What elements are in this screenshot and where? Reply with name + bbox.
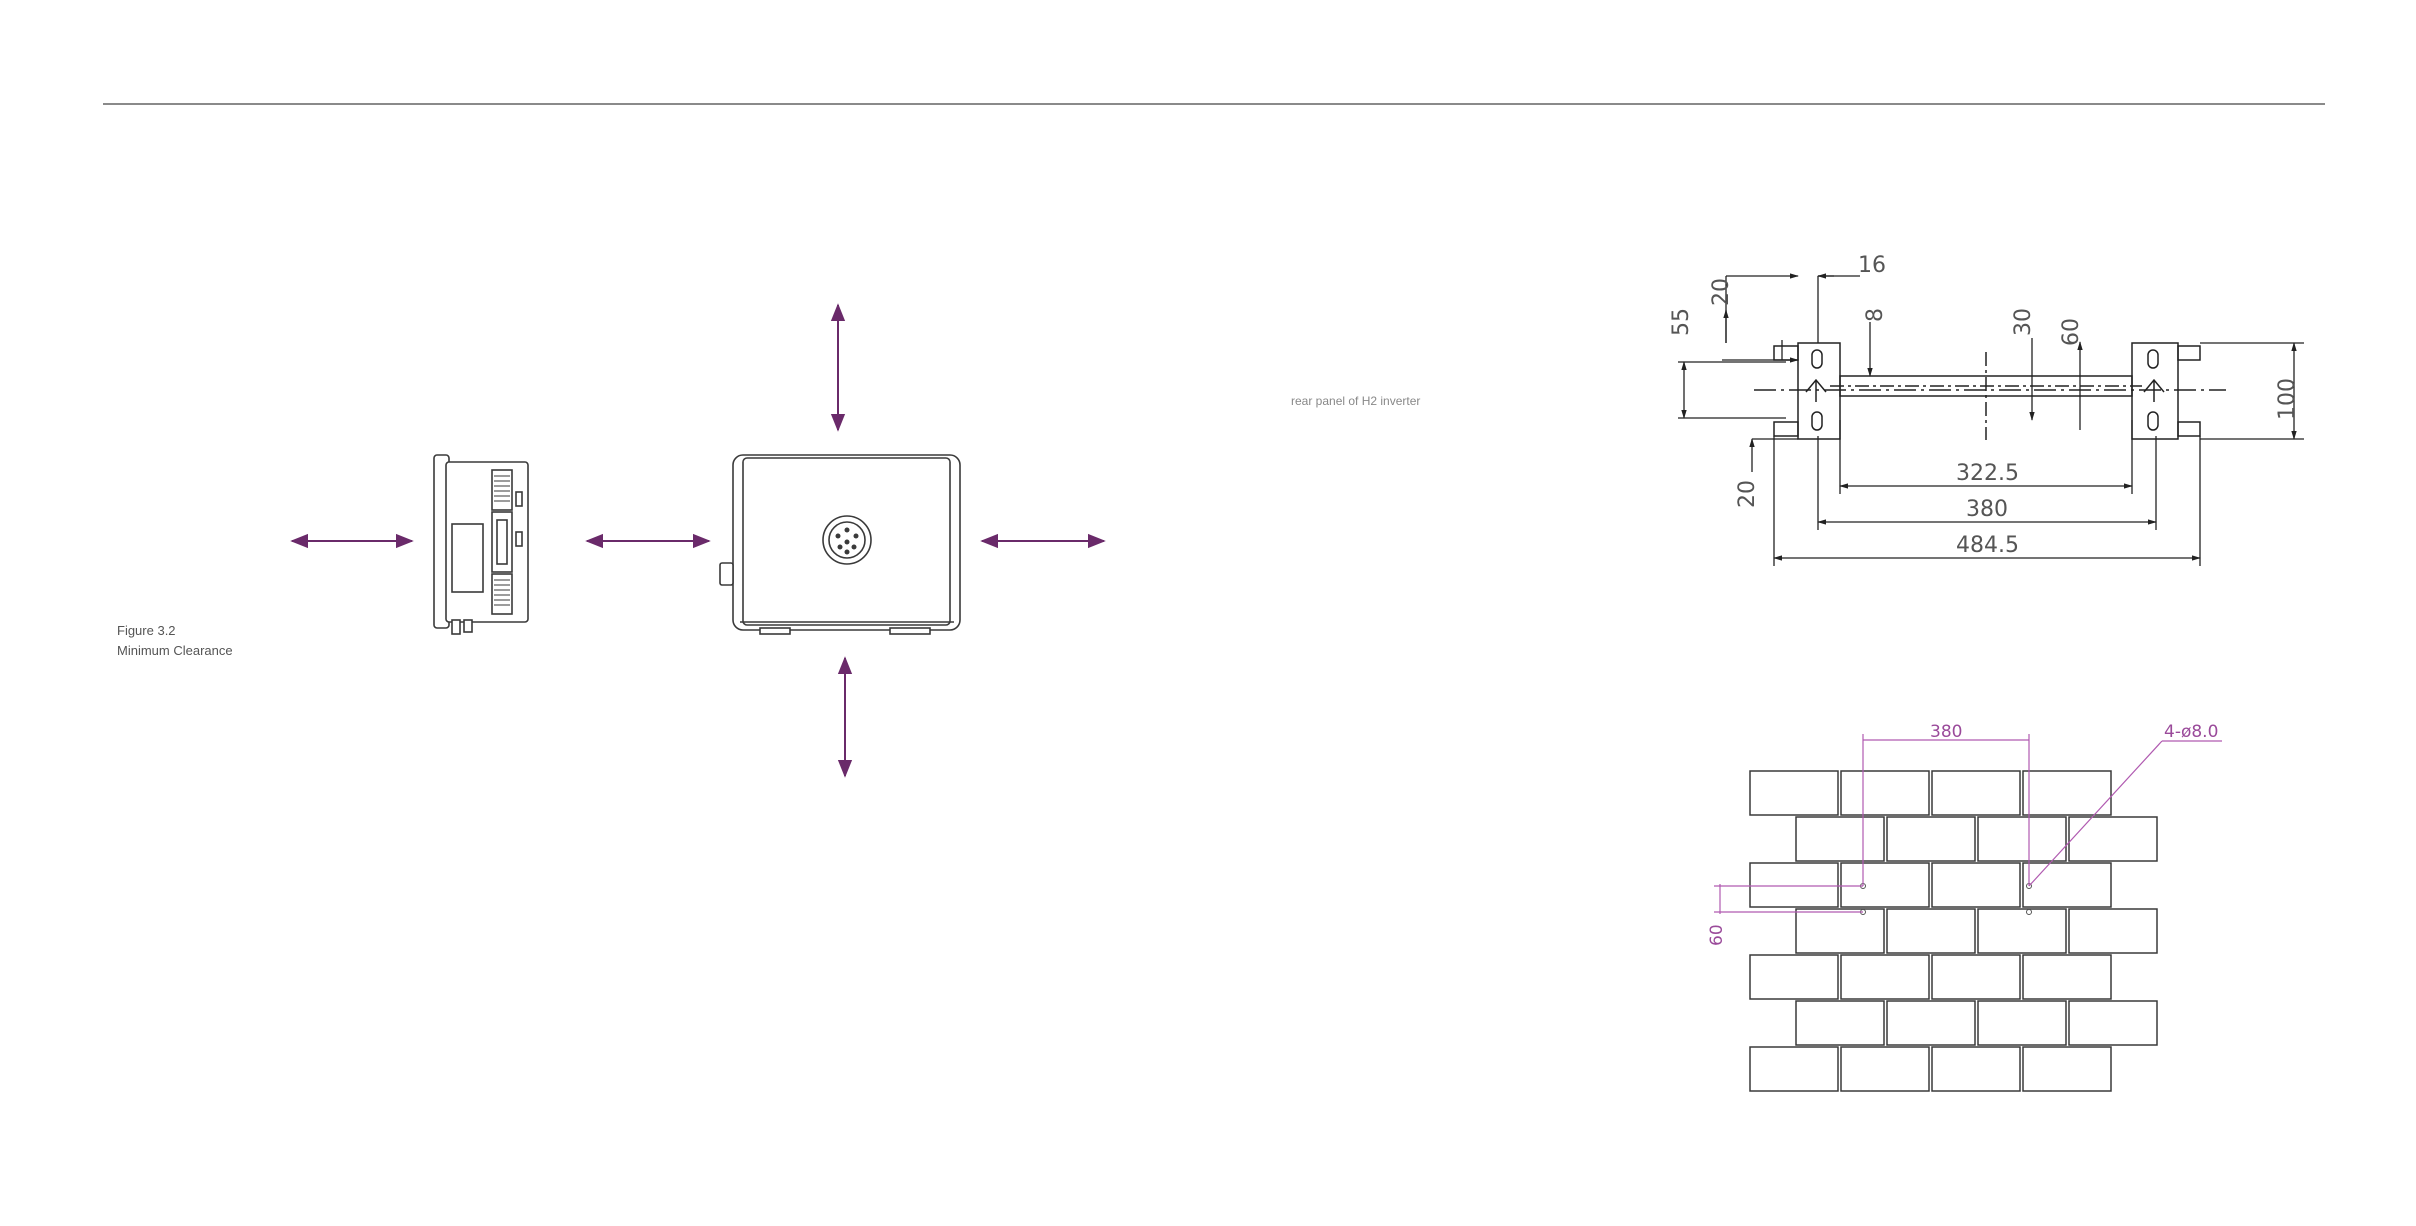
dim-484-5: 484.5: [1956, 533, 2019, 558]
mounting-bracket: [1754, 343, 2226, 440]
dim-16: 16: [1858, 253, 1886, 278]
wall-dim-380: 380: [1930, 722, 1962, 742]
inverter-side-view: [434, 455, 528, 634]
bracket-dimension-lines: [1678, 276, 2304, 566]
drill-holes: [1861, 884, 2032, 915]
wall-dimension-lines: [1714, 734, 2222, 914]
dim-55: 55: [1669, 308, 1694, 336]
dim-60: 60: [2059, 318, 2084, 346]
dim-30: 30: [2011, 308, 2036, 336]
brick-wall: [1750, 771, 2157, 1091]
dim-20-bottom: 20: [1735, 480, 1760, 508]
clearance-arrows: [292, 305, 1104, 776]
bracket-dimension-labels: 16 20 55 8 30 60 100 20 322.5 380 484.5: [1669, 253, 2300, 558]
dim-100: 100: [2275, 378, 2300, 420]
wall-dim-holes: 4-ø8.0: [2164, 722, 2218, 742]
dim-20-top: 20: [1709, 278, 1734, 306]
dim-380: 380: [1966, 497, 2008, 522]
wall-dim-60: 60: [1707, 924, 1727, 946]
dim-8: 8: [1863, 308, 1888, 322]
dim-322-5: 322.5: [1956, 461, 2019, 486]
